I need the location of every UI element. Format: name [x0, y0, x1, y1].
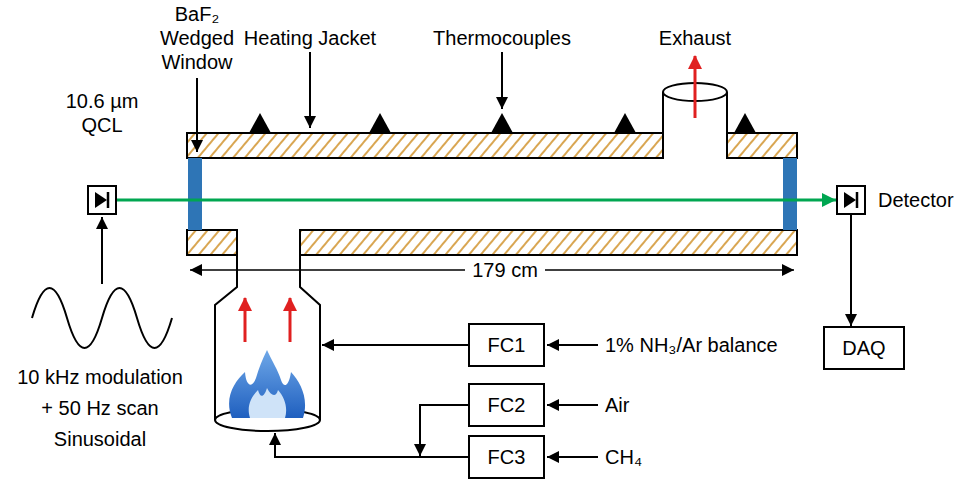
gas-lines [275, 345, 598, 457]
supply-arrow [547, 344, 598, 346]
thermocouple [614, 113, 636, 133]
flow-controller: FC1 [468, 323, 545, 367]
pointer-arrow [309, 52, 311, 128]
laser-beam [117, 199, 836, 202]
signal-note: 10 kHz modulation + 50 Hz scan Sinusoida… [12, 362, 188, 455]
burner-chamber [215, 255, 320, 420]
part-label: Thermocouples [422, 26, 582, 50]
flame [229, 350, 305, 418]
thermocouple [734, 113, 756, 133]
diode-triangle [844, 192, 856, 208]
node-label: DAQ [842, 336, 885, 360]
laser-source: 10.6 µm QCL [87, 185, 117, 215]
jacket-wall [187, 230, 237, 255]
thermocouple [249, 113, 271, 133]
gas-flow-arrow [289, 298, 292, 342]
jacket-wall [300, 230, 797, 255]
node-label: FC2 [488, 393, 526, 417]
daq-box: DAQ [823, 326, 905, 370]
pointer-arrow [501, 52, 503, 109]
jacket-wall [727, 133, 797, 158]
gas-label: Air [605, 393, 629, 417]
merge-arrow [420, 405, 468, 456]
diode-symbol [838, 187, 864, 213]
diode-symbol [89, 187, 115, 213]
signal-connector [850, 215, 852, 326]
supply-arrow [547, 404, 598, 406]
diode-bar [856, 192, 859, 208]
heating-jacket [187, 133, 797, 255]
feed-arrow [275, 433, 468, 457]
sine-wave [32, 288, 172, 348]
jacket-wall [187, 133, 663, 158]
node-label: FC1 [488, 333, 526, 357]
signal-arrow [101, 217, 103, 284]
diode-bar [107, 192, 110, 208]
detector: Detector [836, 185, 866, 215]
flame-core [249, 388, 286, 418]
part-label: Exhaust [645, 26, 745, 50]
gas-flow-arrow [244, 298, 247, 342]
thermocouple [369, 113, 391, 133]
pointer-arrow [196, 78, 198, 152]
node-label: 10.6 µm QCL [57, 89, 147, 137]
flow-controller: FC3 [468, 435, 545, 479]
flow-controller: FC2 [468, 383, 545, 427]
thermocouple [491, 113, 513, 133]
feed-arrow [322, 344, 468, 346]
part-label: Heating Jacket [235, 26, 385, 50]
baf2-window [188, 158, 202, 230]
node-label: FC3 [488, 445, 526, 469]
thermocouple-markers [249, 113, 756, 133]
supply-arrow [547, 456, 598, 458]
baf2-window [783, 158, 797, 230]
node-label: Detector [878, 188, 954, 212]
dimension-label: 179 cm [465, 258, 545, 282]
diode-triangle [95, 192, 107, 208]
exhaust-flow-arrow [694, 56, 697, 118]
part-label: BaF₂ Wedged Window [152, 2, 242, 74]
gas-label: 1% NH₃/Ar balance [605, 333, 778, 357]
gas-label: CH₄ [605, 445, 642, 469]
